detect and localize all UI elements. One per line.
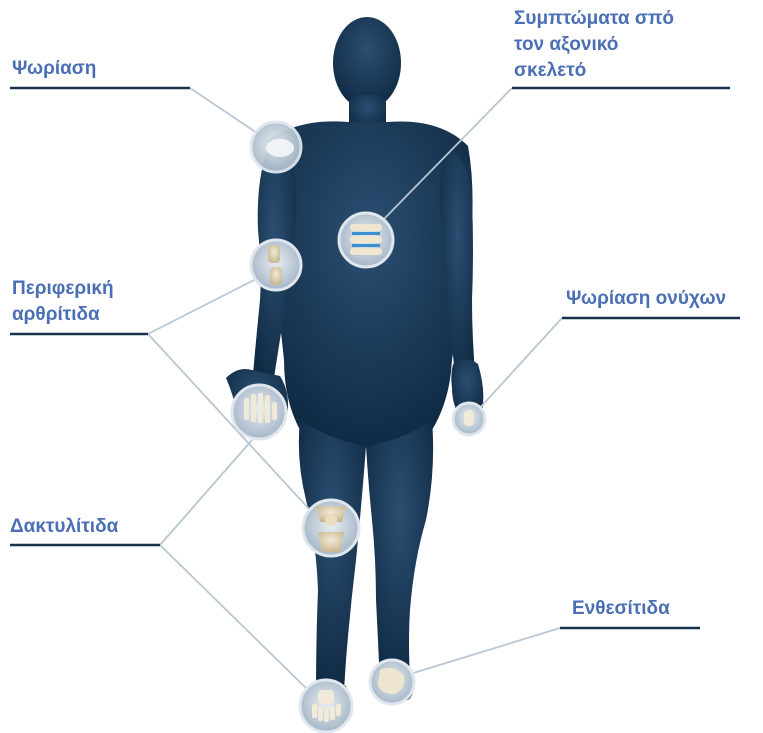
- label-enthesitis-text: Ενθεσίτιδα: [572, 596, 670, 622]
- human-body-silhouette: [226, 17, 483, 719]
- label-peripheral-arthritis: Περιφερική αρθρίτιδα: [12, 276, 114, 328]
- connector-dactylitis-foot: [160, 545, 308, 690]
- heel-callout: [370, 660, 414, 704]
- connector-enthesitis: [410, 628, 560, 674]
- elbow-joint-callout: [251, 240, 301, 290]
- foot-callout: [300, 680, 352, 732]
- label-nail-psoriasis: Ψωρίαση ονύχων: [566, 286, 726, 312]
- hand-callout: [232, 385, 286, 439]
- connector-dactylitis-hand: [160, 440, 252, 545]
- label-dactylitis: Δακτυλίτιδα: [10, 514, 118, 540]
- torso: [265, 121, 473, 448]
- label-axial-line2: τον αξονικό: [514, 32, 674, 58]
- fingernail-icon: [464, 410, 474, 426]
- knee-joint-callout: [303, 500, 359, 556]
- connector-peripheral-elbow: [148, 278, 258, 334]
- connector-psoriasis: [190, 88, 260, 135]
- label-enthesitis: Ενθεσίτιδα: [572, 596, 670, 622]
- shoulder-skin-callout: [251, 122, 301, 172]
- spine-callout: [339, 213, 393, 267]
- fingernail-callout: [453, 403, 485, 435]
- skin-patch-icon: [266, 139, 294, 157]
- label-peripheral-line2: αρθρίτιδα: [12, 302, 114, 328]
- label-axial-line3: σκελετό: [514, 58, 674, 84]
- connector-nail: [478, 318, 562, 410]
- label-peripheral-line1: Περιφερική: [12, 276, 114, 302]
- label-psoriasis-text: Ψωρίαση: [12, 56, 96, 82]
- spine-icon: [350, 224, 382, 255]
- label-dactylitis-text: Δακτυλίτιδα: [10, 514, 118, 540]
- label-nail-psoriasis-text: Ψωρίαση ονύχων: [566, 286, 726, 312]
- label-psoriasis: Ψωρίαση: [12, 56, 96, 82]
- label-axial-line1: Συμπτώματα σπό: [514, 6, 674, 32]
- right-leg: [366, 420, 433, 684]
- label-axial-skeleton: Συμπτώματα σπό τον αξονικό σκελετό: [514, 6, 674, 84]
